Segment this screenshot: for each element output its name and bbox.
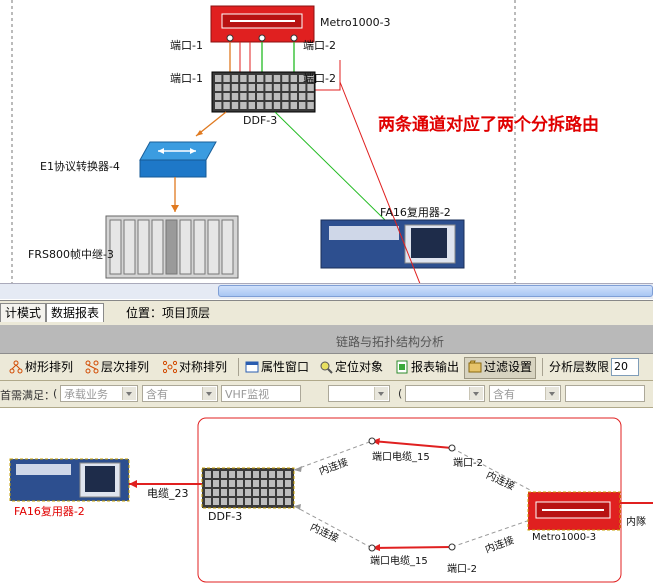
- filter-bar: 首需满足： ( 承载业务 含有 VHF监视 ( 含有: [0, 381, 653, 408]
- metro1000-device-bottom[interactable]: [527, 491, 621, 531]
- filter-op-value: 含有: [146, 388, 168, 401]
- chevron-down-icon: [545, 387, 559, 400]
- chevron-down-icon: [469, 387, 483, 400]
- bottom-diagram-canvas[interactable]: FA16复用器-2 电缆_23 DDF-3 内连接 内连接 内连接 内连接 端口…: [0, 408, 653, 585]
- port-cable-bottom: 端口电缆_15: [370, 556, 428, 567]
- port-cable-top: 端口电缆_15: [372, 452, 430, 463]
- locate-icon: [319, 360, 333, 374]
- port2-label-bottom: 端口-2: [447, 564, 477, 575]
- scrollbar-thumb[interactable]: [218, 285, 653, 297]
- toolbar-separator: [238, 358, 239, 376]
- hierarchy-icon: [85, 360, 99, 374]
- tree-icon: [9, 360, 23, 374]
- filter-settings-button[interactable]: 过滤设置: [464, 357, 537, 379]
- filter-field-select-2[interactable]: [405, 385, 485, 402]
- port1-ddf-label: 端口-1: [170, 72, 203, 85]
- fa16-device-top[interactable]: [320, 219, 465, 269]
- report-output-button[interactable]: 报表输出: [392, 357, 462, 377]
- fa16-label-bottom: FA16复用器-2: [14, 505, 85, 518]
- filter-field-select[interactable]: 承载业务: [60, 385, 138, 402]
- frs800-label: FRS800帧中继-3: [28, 248, 114, 261]
- port2-label-top: 端口-2: [453, 458, 483, 469]
- filter-op-select[interactable]: 含有: [142, 385, 218, 402]
- chevron-down-icon: [202, 387, 216, 400]
- sym-layout-label: 对称排列: [179, 360, 228, 374]
- fa16-device-bottom[interactable]: [9, 458, 130, 502]
- ddf-device[interactable]: [211, 71, 316, 113]
- location-text: 位置：项目顶层: [126, 306, 211, 320]
- panel-title: 链路与拓扑结构分析: [336, 335, 445, 349]
- filter-icon: [468, 360, 482, 374]
- horizontal-scrollbar[interactable]: [0, 283, 653, 299]
- top-diagram-svg: [11, 0, 516, 283]
- property-window-label: 属性窗口: [261, 360, 310, 374]
- fa16-label-top: FA16复用器-2: [380, 206, 451, 219]
- metro-label-top: Metro1000-3: [320, 16, 391, 29]
- filter-paren-open-2: (: [398, 387, 403, 400]
- filter-paren-open: (: [53, 387, 58, 400]
- frs800-device[interactable]: [105, 215, 239, 279]
- level-layout-button[interactable]: 层次排列: [82, 357, 152, 377]
- port2-ddf-label: 端口-2: [303, 72, 336, 85]
- property-window-button[interactable]: 属性窗口: [242, 357, 312, 377]
- e1-converter-device[interactable]: [139, 141, 217, 178]
- tree-layout-label: 树形排列: [25, 360, 74, 374]
- tree-layout-button[interactable]: 树形排列: [6, 357, 76, 377]
- filter-logic-select[interactable]: [328, 385, 390, 402]
- sym-layout-button[interactable]: 对称排列: [160, 357, 230, 377]
- depth-limit-label: 分析层数限: [549, 360, 610, 374]
- metro-label-bottom: Metro1000-3: [532, 532, 597, 543]
- top-diagram-canvas[interactable]: Metro1000-3 端口-1 端口-2 端口-1 端口-2 DDF-3 E1…: [0, 0, 653, 283]
- tab-design-mode[interactable]: 计模式: [0, 303, 47, 322]
- annotation-text: 两条通道对应了两个分拆路由: [378, 115, 599, 135]
- metro1000-device[interactable]: [210, 5, 315, 43]
- ddf-device-bottom[interactable]: [201, 467, 295, 509]
- chevron-down-icon: [374, 387, 388, 400]
- filter-prefix: 首需满足：: [0, 389, 55, 402]
- ddf-label-top: DDF-3: [243, 114, 278, 127]
- toolbar-separator-2: [542, 358, 543, 376]
- report-output-label: 报表输出: [411, 360, 460, 374]
- filter-op-value-2: 含有: [493, 388, 515, 401]
- analysis-toolbar: 树形排列 层次排列 对称排列 属性窗口 定位对象 报表输出 过滤设置 分析层数限…: [0, 354, 653, 381]
- inner-right-label: 内隊: [626, 517, 646, 528]
- symmetric-icon: [162, 360, 178, 374]
- locate-object-label: 定位对象: [335, 360, 384, 374]
- port1-top-label: 端口-1: [170, 39, 203, 52]
- filter-op-select-2[interactable]: 含有: [489, 385, 561, 402]
- tab-bar: 计模式 数据报表 位置：项目顶层: [0, 300, 653, 326]
- filter-value-text: VHF监视: [225, 388, 270, 401]
- ddf-label-bottom: DDF-3: [208, 510, 243, 523]
- bottom-diagram-svg: [9, 417, 653, 583]
- filter-value-input-2[interactable]: [565, 385, 645, 402]
- tab-data-report[interactable]: 数据报表: [46, 303, 105, 322]
- e1-label: E1协议转换器-4: [40, 160, 120, 173]
- filter-value-input[interactable]: VHF监视: [221, 385, 301, 402]
- window-icon: [245, 360, 259, 374]
- port2-top-label: 端口-2: [303, 39, 336, 52]
- level-layout-label: 层次排列: [101, 360, 150, 374]
- locate-object-button[interactable]: 定位对象: [316, 357, 386, 377]
- cable-label: 电缆_23: [147, 487, 189, 500]
- report-icon: [395, 360, 409, 374]
- filter-settings-label: 过滤设置: [484, 360, 533, 374]
- panel-titlebar: 链路与拓扑结构分析: [0, 325, 653, 354]
- depth-limit-input[interactable]: 20: [611, 358, 639, 376]
- filter-field-value: 承载业务: [64, 388, 108, 401]
- chevron-down-icon: [122, 387, 136, 400]
